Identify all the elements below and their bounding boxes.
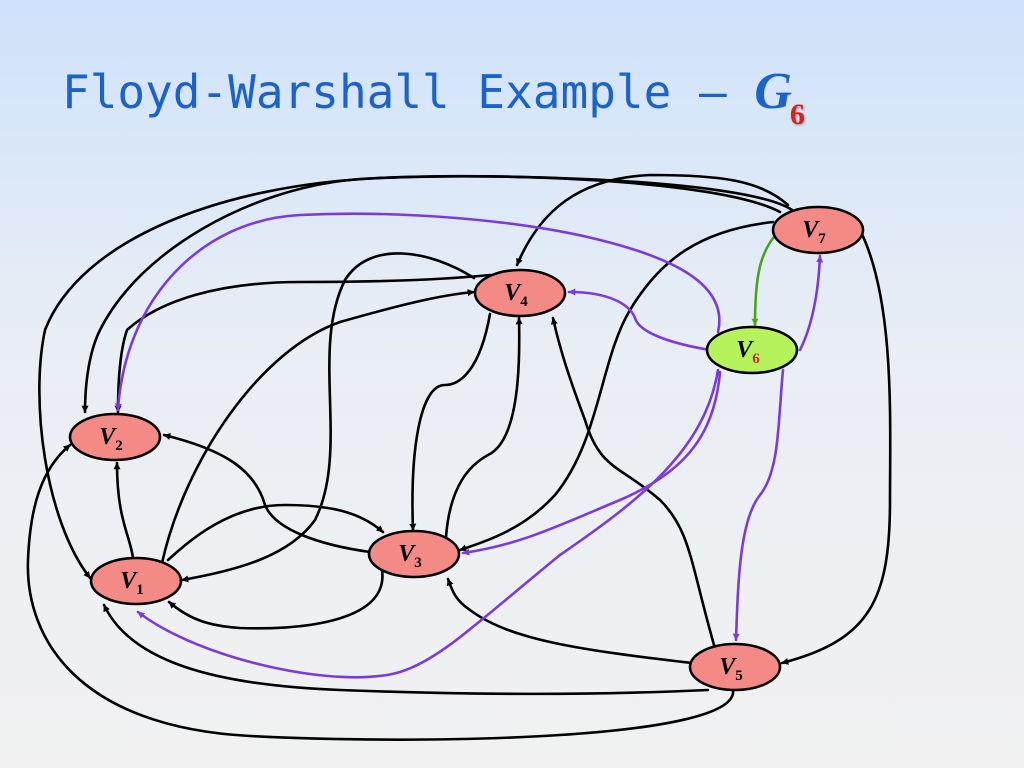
title-text: Floyd-Warshall Example – (62, 65, 755, 119)
node-v1-shape (89, 556, 183, 606)
node-v5-label: V5 (719, 654, 743, 684)
node-v2: V2 (68, 412, 162, 462)
node-v7-label: V7 (802, 217, 826, 247)
node-v3: V3 (367, 529, 461, 579)
edge-v4-to-v1 (180, 252, 476, 583)
node-v1-label: V1 (120, 568, 144, 598)
node-v7: V7 (771, 205, 865, 255)
node-v6-label: V6 (736, 337, 760, 367)
edge-v6-to-v3 (461, 370, 722, 556)
node-v7-shape (771, 205, 865, 255)
slide-title: Floyd-Warshall Example – G6 (62, 63, 807, 130)
edges-layer (26, 173, 892, 741)
node-v4-label: V4 (504, 280, 528, 310)
node-v3-shape (367, 529, 461, 579)
edge-v7-to-v4 (515, 173, 790, 267)
title-graph-symbol: G (754, 63, 792, 120)
edge-v3-to-v2 (162, 433, 372, 554)
edge-v7-to-v3 (458, 220, 775, 552)
node-v5: V5 (688, 642, 782, 692)
edge-v6-to-v7 (798, 254, 824, 352)
edge-v7-to-v5 (780, 228, 892, 665)
edge-v7-to-v6 (751, 228, 782, 327)
edge-v3-to-v4 (444, 316, 523, 539)
edge-v5-to-v4 (550, 316, 716, 647)
edge-v4-to-v2 (114, 273, 492, 414)
edge-v7-to-v1 (38, 174, 782, 580)
edge-v6-to-v5 (732, 368, 785, 642)
edge-v6-to-v2 (114, 212, 721, 412)
edge-v3-to-v1 (167, 568, 384, 630)
edge-v6-to-v4 (567, 288, 712, 352)
edge-v6-to-v1 (136, 368, 720, 679)
node-v5-shape (688, 642, 782, 692)
edge-v5-to-v3 (446, 577, 694, 665)
edge-v7-to-v2 (81, 175, 794, 414)
edge-v1-to-v3 (166, 503, 385, 562)
node-v2-shape (68, 412, 162, 462)
node-v2-label: V2 (99, 424, 123, 454)
node-v6-shape (705, 325, 799, 375)
edge-v5-to-v1 (102, 603, 710, 696)
node-v3-label: V3 (398, 541, 422, 571)
edge-v1-to-v4 (160, 289, 476, 565)
edge-v5-to-v2 (26, 443, 735, 741)
node-v4: V4 (473, 268, 567, 318)
edge-v1-to-v2 (113, 461, 135, 560)
node-v6: V6 (705, 325, 799, 375)
node-v4-shape (473, 268, 567, 318)
title-graph-subscript: 6 (789, 98, 805, 131)
edge-v4-to-v3 (409, 312, 492, 532)
node-v1: V1 (89, 556, 183, 606)
